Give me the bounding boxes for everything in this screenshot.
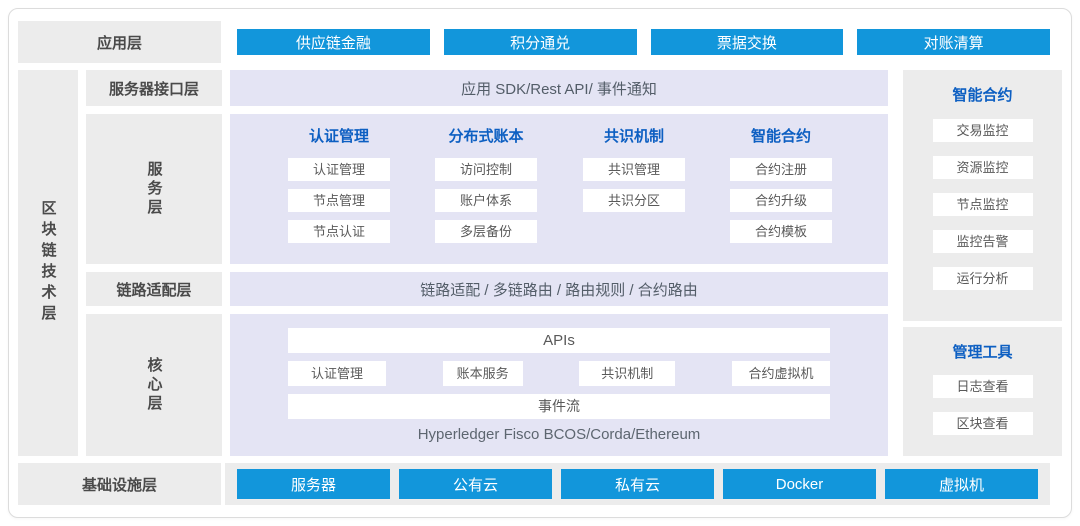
core-layer-label: 核心层	[145, 356, 163, 414]
service-item: 访问控制	[435, 158, 537, 181]
service-item: 共识管理	[583, 158, 685, 181]
service-layer-label: 服务层	[145, 160, 163, 218]
service-item: 合约模板	[730, 220, 832, 243]
core-modules-row: 认证管理 账本服务 共识机制 合约虚拟机	[288, 361, 830, 386]
infra-block-vm: 虚拟机	[885, 469, 1038, 499]
monitor-panel: 智能合约 交易监控 资源监控 节点监控 监控告警 运行分析	[903, 70, 1062, 321]
service-item: 节点认证	[288, 220, 390, 243]
core-layer-label-box: 核心层	[86, 314, 222, 456]
infra-block-docker: Docker	[723, 469, 876, 499]
infra-block-private-cloud: 私有云	[561, 469, 714, 499]
application-layer-label: 应用层	[18, 21, 221, 63]
adapter-layer-label: 链路适配层	[86, 272, 222, 306]
infra-block-public-cloud: 公有云	[399, 469, 552, 499]
service-column-consensus: 共识机制 共识管理 共识分区	[583, 114, 685, 264]
app-block-reconciliation: 对账清算	[857, 29, 1050, 55]
service-layer-label-box: 服务层	[86, 114, 222, 264]
service-column-title: 分布式账本	[448, 128, 524, 145]
service-column-ledger: 分布式账本 访问控制 账户体系 多层备份	[435, 114, 537, 264]
core-module-auth: 认证管理	[288, 361, 386, 386]
service-layer-area: 认证管理 认证管理 节点管理 节点认证 分布式账本 访问控制 账户体系 多层备份…	[230, 114, 888, 264]
tools-item: 日志查看	[932, 375, 1033, 398]
platforms-text: Hyperledger Fisco BCOS/Corda/Ethereum	[417, 426, 701, 443]
infra-block-server: 服务器	[237, 469, 390, 499]
service-item: 认证管理	[288, 158, 390, 181]
service-item: 合约注册	[730, 158, 832, 181]
service-item: 账户体系	[435, 189, 537, 212]
service-column-smart-contract: 智能合约 合约注册 合约升级 合约模板	[730, 114, 832, 264]
interface-layer-label: 服务器接口层	[86, 70, 222, 106]
service-item: 合约升级	[730, 189, 832, 212]
core-module-ledger-service: 账本服务	[442, 361, 523, 386]
monitor-item: 运行分析	[932, 267, 1033, 290]
sdk-rest-api-bar: 应用 SDK/Rest API/ 事件通知	[230, 70, 888, 106]
monitor-panel-title: 智能合约	[952, 87, 1013, 104]
core-layer-area: APIs 认证管理 账本服务 共识机制 合约虚拟机 事件流 Hyperledge…	[230, 314, 888, 456]
monitor-item: 交易监控	[932, 119, 1033, 142]
monitor-item: 节点监控	[932, 193, 1033, 216]
service-column-auth: 认证管理 认证管理 节点管理 节点认证	[288, 114, 390, 264]
service-column-title: 共识机制	[603, 128, 664, 145]
link-adapter-bar: 链路适配 / 多链路由 / 路由规则 / 合约路由	[230, 272, 888, 306]
core-module-contract-vm: 合约虚拟机	[731, 361, 830, 386]
tools-panel: 管理工具 日志查看 区块查看	[903, 327, 1062, 456]
tools-item: 区块查看	[932, 412, 1033, 435]
app-block-bill-exchange: 票据交换	[650, 29, 844, 55]
monitor-item: 资源监控	[932, 156, 1033, 179]
service-column-title: 智能合约	[750, 128, 811, 145]
app-block-points-exchange: 积分通兑	[443, 29, 637, 55]
service-item: 共识分区	[583, 189, 685, 212]
event-stream-bar: 事件流	[288, 394, 830, 419]
infrastructure-strip: 服务器 公有云 私有云 Docker 虚拟机	[225, 463, 1050, 505]
monitor-item: 监控告警	[932, 230, 1033, 253]
apis-bar: APIs	[288, 328, 830, 353]
tools-panel-title: 管理工具	[952, 344, 1013, 361]
service-column-title: 认证管理	[308, 128, 369, 145]
blockchain-tech-layer-bar: 区块链技术层	[18, 70, 78, 456]
core-module-consensus: 共识机制	[579, 361, 676, 386]
app-block-supply-chain-finance: 供应链金融	[237, 29, 430, 55]
application-layer-blocks: 供应链金融 积分通兑 票据交换 对账清算	[237, 29, 1050, 55]
service-item: 节点管理	[288, 189, 390, 212]
service-item: 多层备份	[435, 220, 537, 243]
blockchain-tech-layer-label: 区块链技术层	[39, 200, 57, 326]
infrastructure-layer-label: 基础设施层	[18, 463, 221, 505]
